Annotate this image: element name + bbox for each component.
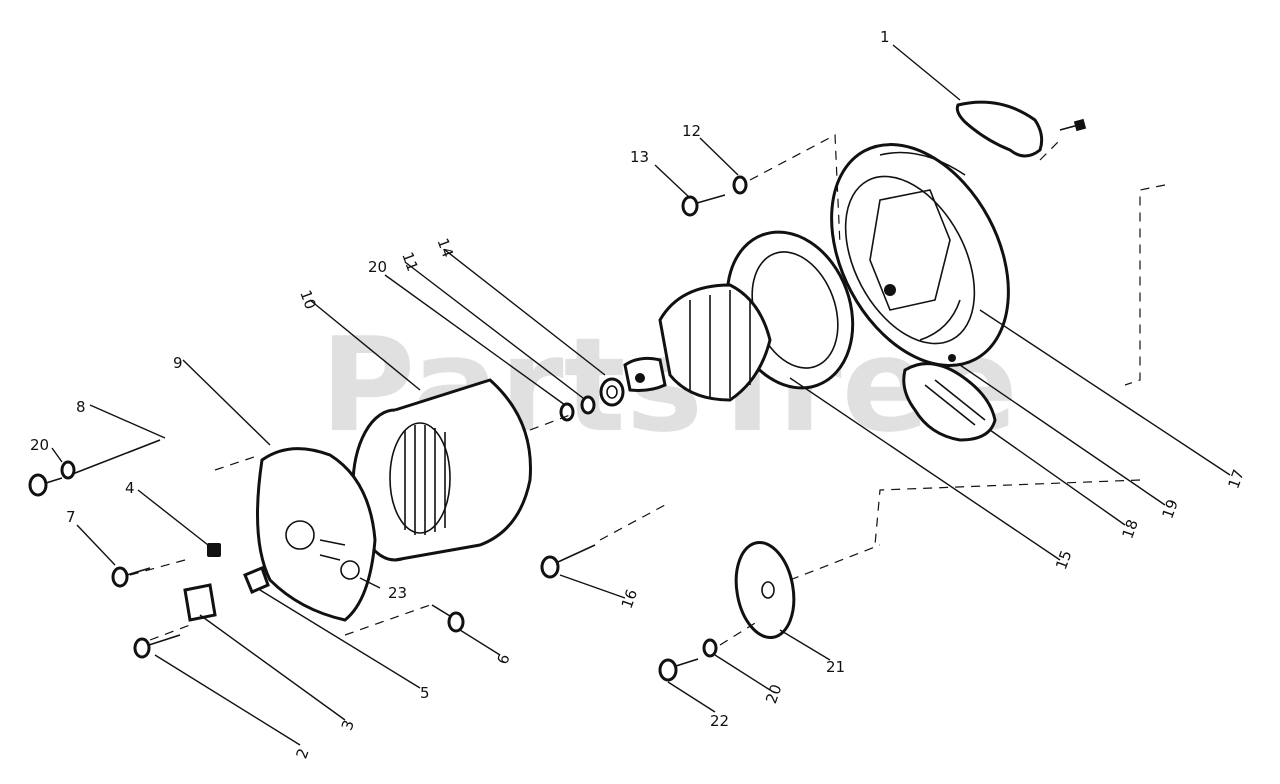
callout-5: 5 xyxy=(420,684,430,702)
part-20-washer-center xyxy=(559,402,575,422)
part-2-screw xyxy=(133,634,181,659)
callout-17: 17 xyxy=(1224,467,1247,491)
part-4-nut xyxy=(207,543,221,557)
part-20-washer-left xyxy=(60,460,76,480)
callout-8: 8 xyxy=(76,398,86,416)
part-17-end-bell xyxy=(830,143,1010,367)
part-1-cover-plate xyxy=(955,100,1087,158)
callout-19: 19 xyxy=(1158,497,1181,521)
part-3-cover xyxy=(183,583,217,622)
part-14-bearing xyxy=(599,377,625,407)
callout-3: 3 xyxy=(338,718,358,733)
part-13-screw xyxy=(681,194,726,217)
callout-22: 22 xyxy=(710,712,729,730)
part-8-through-bolt xyxy=(69,439,161,476)
callout-18: 18 xyxy=(1118,517,1141,541)
part-6-screw xyxy=(431,604,465,633)
part-11-washer xyxy=(580,395,596,415)
part-7-screw xyxy=(111,566,151,588)
part-22-bolt xyxy=(658,658,699,682)
callout-16: 16 xyxy=(618,587,641,611)
callout-20-center: 20 xyxy=(368,258,387,276)
part-19-pin xyxy=(948,354,956,362)
part-23-grommet xyxy=(243,566,270,594)
part-20-washer-right xyxy=(702,638,718,658)
callout-23: 23 xyxy=(388,584,407,602)
callout-7: 7 xyxy=(66,508,76,526)
leader-lines xyxy=(51,44,1231,746)
callout-14: 14 xyxy=(434,236,457,260)
part-20-bolt-head-left xyxy=(28,473,63,497)
part-9-end-plate xyxy=(256,447,377,622)
part-16-bolt xyxy=(540,544,596,579)
part-15-rotor-assembly xyxy=(623,230,855,402)
part-12-washer xyxy=(732,175,748,195)
part-18-bracket xyxy=(902,362,997,442)
callout-9: 9 xyxy=(173,354,183,372)
callout-10: 10 xyxy=(296,288,319,312)
callout-20-left: 20 xyxy=(30,436,49,454)
part-21-disc xyxy=(734,540,796,640)
callout-12: 12 xyxy=(682,122,701,140)
callout-15: 15 xyxy=(1052,548,1075,572)
callout-13: 13 xyxy=(630,148,649,166)
callout-20-right: 20 xyxy=(762,682,785,706)
callout-6: 6 xyxy=(493,652,513,667)
callout-1: 1 xyxy=(880,28,890,46)
callout-21: 21 xyxy=(826,658,845,676)
callout-2: 2 xyxy=(292,746,312,761)
callout-11: 11 xyxy=(398,250,421,274)
callout-4: 4 xyxy=(125,479,135,497)
assembly-lines xyxy=(129,134,1166,646)
